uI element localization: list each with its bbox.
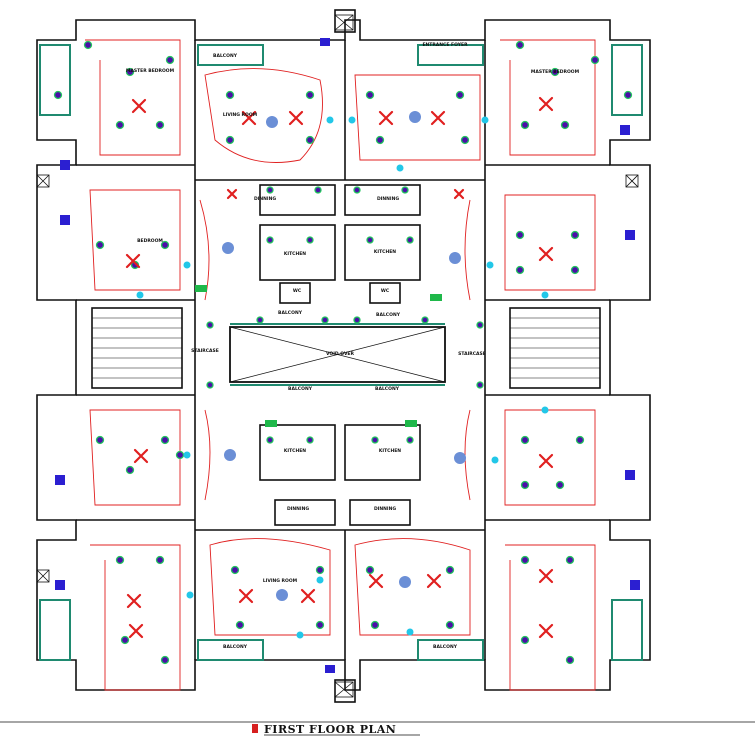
room-label-r6: WC [293, 288, 302, 294]
room-label-r18: BALCONY [288, 386, 313, 392]
room-label-r4: DINNING [254, 196, 276, 202]
room-label-r22: DINNING [287, 506, 309, 512]
window-markers [36, 14, 639, 698]
room-labels: MASTER BEDROOM LIVING ROOM BALCONY DINNING K… [126, 42, 580, 650]
room-label-r13: KITCHEN [374, 249, 396, 255]
room-label-r24: LIVING ROOM [263, 578, 298, 584]
ceiling-fans [125, 96, 554, 639]
wall-outlets [136, 116, 549, 639]
room-label-r25: BALCONY [223, 644, 248, 650]
wiring-runs [85, 39, 596, 691]
room-label-r10: ENTRANCE FOYER [422, 42, 468, 48]
room-label-r21: KITCHEN [379, 448, 401, 454]
room-label-r8: BALCONY [278, 310, 303, 316]
room-label-r23: DINNING [374, 506, 396, 512]
room-label-r19: BALCONY [375, 386, 400, 392]
title-marker-icon [252, 724, 258, 733]
light-fixtures [53, 40, 633, 665]
chandelier-fixtures [222, 111, 466, 601]
room-label-r16: STAIRCASE [458, 351, 486, 357]
room-label-r1: MASTER BEDROOM [126, 68, 175, 74]
room-label-r26: BALCONY [433, 644, 458, 650]
room-label-r11: MASTER BEDROOM [531, 69, 580, 75]
stair-treads [92, 317, 600, 379]
balcony-slabs [39, 44, 643, 661]
room-label-r7: BEDROOM [137, 238, 163, 244]
room-label-r12: DINNING [377, 196, 399, 202]
room-label-r3: BALCONY [213, 53, 238, 59]
building-walls [36, 9, 651, 703]
room-label-r9: STAIRCASE [191, 348, 219, 354]
room-label-r17: VOID OVER [326, 351, 354, 357]
room-label-r14: WC [381, 288, 390, 294]
room-label-r2: LIVING ROOM [223, 112, 258, 118]
room-label-r5: KITCHEN [284, 251, 306, 257]
room-label-r20: KITCHEN [284, 448, 306, 454]
room-label-r15: BALCONY [376, 312, 401, 318]
switch-boards [55, 38, 640, 673]
plan-title: FIRST FLOOR PLAN [264, 723, 396, 736]
